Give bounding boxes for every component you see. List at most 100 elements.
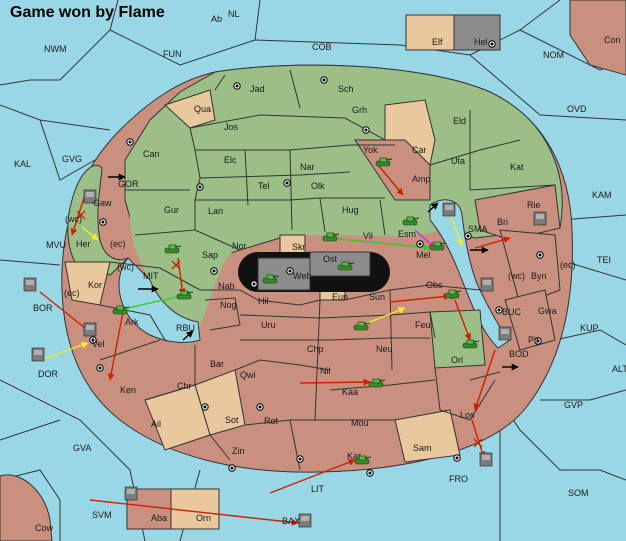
province-label-skr: Skr bbox=[292, 242, 306, 252]
army-unit[interactable] bbox=[176, 290, 194, 300]
order-arrow bbox=[89, 499, 299, 526]
province-label-elc: Elc bbox=[224, 155, 237, 165]
order-arrow bbox=[377, 164, 404, 196]
sea-label-gvg: GVG bbox=[62, 154, 82, 164]
order-arrow bbox=[107, 311, 124, 381]
fleet-unit[interactable] bbox=[298, 513, 312, 528]
army-unit[interactable] bbox=[462, 339, 480, 349]
province-label-nil: Nil bbox=[320, 366, 331, 376]
province-label-grh: Grh bbox=[352, 105, 367, 115]
province-label-zin: Zin bbox=[232, 446, 245, 456]
supply-center-core bbox=[258, 405, 262, 409]
army-unit[interactable] bbox=[402, 216, 420, 226]
supply-center-core bbox=[235, 84, 239, 88]
province-label-her: Her bbox=[76, 239, 91, 249]
province-label-nab: Nab bbox=[218, 281, 235, 291]
province-label-orn: Orn bbox=[196, 513, 211, 523]
fleet-unit[interactable] bbox=[23, 277, 37, 292]
supply-center-core bbox=[101, 220, 105, 224]
sea-label-cow: Cow bbox=[35, 523, 54, 533]
province-label-elf: Elf bbox=[432, 37, 443, 47]
province-label-ail: Ail bbox=[151, 419, 161, 429]
province-label-byn: Byn bbox=[531, 271, 547, 281]
army-unit[interactable] bbox=[164, 244, 182, 254]
sea-label-kup: KUP bbox=[580, 323, 599, 333]
province-label-vel: Vel bbox=[92, 339, 105, 349]
army-unit[interactable] bbox=[112, 305, 130, 315]
sea-label-bod: BOD bbox=[509, 349, 529, 359]
army-unit[interactable] bbox=[354, 455, 372, 465]
province-label-hug: Hug bbox=[342, 205, 359, 215]
sea-label-nwm: NWM bbox=[44, 44, 67, 54]
province-label-gwa: Gwa bbox=[538, 306, 557, 316]
supply-center-core bbox=[418, 242, 422, 246]
supply-center-core bbox=[490, 42, 494, 46]
sea-label-fun: FUN bbox=[163, 49, 182, 59]
province-label-gaw: Gaw bbox=[93, 198, 112, 208]
province-label-car: Car bbox=[412, 145, 427, 155]
province-label-ark: Ark bbox=[125, 317, 139, 327]
province-borders bbox=[99, 69, 556, 471]
supply-center-core bbox=[288, 269, 292, 273]
province-label-kor: Kor bbox=[88, 280, 102, 290]
order-arrow bbox=[454, 299, 472, 341]
province-label-sch: Sch bbox=[338, 84, 354, 94]
fleet-unit[interactable] bbox=[124, 486, 138, 501]
order-arrow bbox=[471, 419, 486, 459]
supply-center-core bbox=[536, 339, 540, 343]
army-unit[interactable] bbox=[322, 232, 340, 242]
fleet-unit[interactable] bbox=[479, 452, 493, 467]
sea-label-mit: MIT bbox=[143, 271, 159, 281]
province-label-bar: Bar bbox=[210, 359, 224, 369]
province-label-nor: Nor bbox=[232, 241, 247, 251]
sea-label-kam: KAM bbox=[592, 190, 612, 200]
failed-move-cross bbox=[76, 210, 86, 220]
order-arrow bbox=[329, 237, 431, 251]
province-label-pir: Pir bbox=[528, 335, 539, 345]
sea-label-buc: BUC bbox=[502, 307, 522, 317]
supply-center-core bbox=[230, 466, 234, 470]
supply-center-core bbox=[455, 456, 459, 460]
coast-label: (ec) bbox=[64, 288, 80, 298]
province-label-olk: Olk bbox=[311, 181, 325, 191]
army-unit[interactable] bbox=[375, 157, 393, 167]
order-arrow bbox=[473, 349, 496, 411]
order-arrow bbox=[70, 194, 86, 236]
sea-label-dor: DOR bbox=[38, 369, 59, 379]
army-unit[interactable] bbox=[429, 241, 447, 251]
supply-center-core bbox=[98, 366, 102, 370]
fleet-unit[interactable] bbox=[498, 326, 512, 341]
province-label-neu: Neu bbox=[376, 344, 393, 354]
province-label-eun: Eun bbox=[332, 292, 348, 302]
army-unit[interactable] bbox=[368, 378, 386, 388]
top-islands bbox=[126, 14, 501, 530]
sea-label-fro: FRO bbox=[449, 474, 468, 484]
sea-label-svm: SVM bbox=[92, 510, 112, 520]
province-label-hel: Hel bbox=[474, 37, 488, 47]
order-arrow bbox=[389, 293, 451, 303]
fleet-unit[interactable] bbox=[83, 189, 97, 204]
army-unit[interactable] bbox=[262, 274, 280, 284]
army-unit[interactable] bbox=[353, 321, 371, 331]
sea-label-alt: ALT bbox=[612, 364, 626, 374]
supply-center-core bbox=[212, 269, 216, 273]
province-label-rot: Rot bbox=[264, 416, 279, 426]
fleet-unit[interactable] bbox=[533, 211, 547, 226]
province-label-yok: Yok bbox=[363, 145, 378, 155]
fleet-unit[interactable] bbox=[83, 322, 97, 337]
army-unit[interactable] bbox=[337, 261, 355, 271]
province-label-tel: Tel bbox=[258, 181, 270, 191]
fleet-unit[interactable] bbox=[442, 202, 456, 217]
fleet-unit[interactable] bbox=[31, 347, 45, 362]
order-arrow bbox=[39, 341, 89, 361]
coast-label: (wc) bbox=[117, 262, 134, 272]
supply-center-core bbox=[368, 471, 372, 475]
supply-center-core bbox=[252, 282, 256, 286]
partial-label: NL bbox=[228, 9, 240, 19]
fleet-unit[interactable] bbox=[480, 277, 494, 292]
order-arrow bbox=[427, 202, 439, 213]
game-status-title: Game won by Flame bbox=[10, 4, 165, 21]
army-unit[interactable] bbox=[444, 289, 462, 299]
